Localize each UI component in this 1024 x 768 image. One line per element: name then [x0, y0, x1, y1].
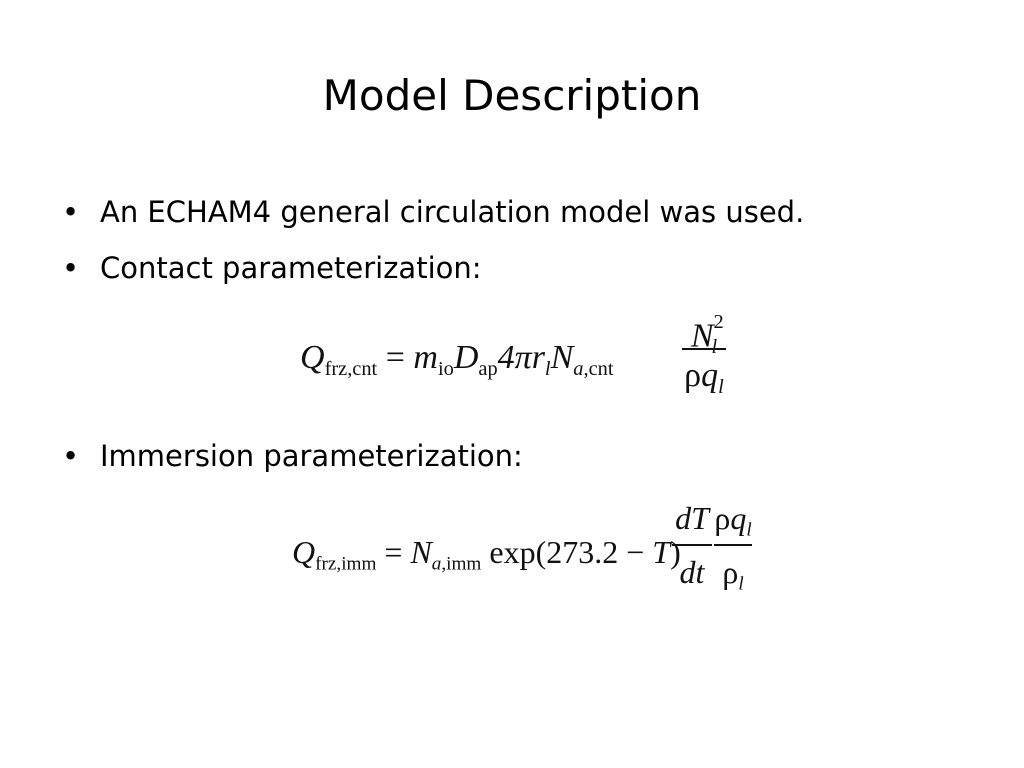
eq-symbol: r [531, 339, 545, 376]
eq-subscript-rest: ,imm [441, 553, 482, 575]
eq-symbol: ρ [684, 357, 702, 394]
eq-subscript: a,imm [432, 554, 482, 575]
eq-symbol: q [730, 500, 747, 536]
eq-symbol: m [413, 339, 438, 376]
eq-operator: = [376, 534, 411, 570]
fraction-bar [714, 544, 752, 546]
eq-subscript: ap [478, 358, 498, 381]
fraction-numerator: N2 l [682, 300, 726, 358]
fraction-denominator: dt [679, 554, 705, 590]
contact-fraction: N2 l ρql [682, 300, 726, 398]
eq-subscript: a,cnt [573, 358, 613, 380]
contact-equation-main: Qfrz,cnt = mioDap4πrlNa,cnt [300, 338, 614, 389]
immersion-equation-main: Qfrz,imm = Na,imm exp(273.2 − T) [292, 532, 681, 585]
eq-symbol: N [690, 317, 714, 355]
eq-subscript: l [544, 358, 551, 381]
eq-function: exp(273.2 − [481, 534, 653, 570]
eq-subscript: l [718, 376, 724, 399]
bullet-text: An ECHAM4 general circulation model was … [100, 195, 805, 229]
immersion-fraction-derivative: dT dt [672, 496, 712, 594]
eq-symbol: T [652, 534, 671, 570]
eq-symbol: ρ [714, 500, 731, 536]
immersion-fraction-density: ρql ρl [714, 496, 752, 595]
fraction-denominator: ρql [682, 354, 726, 398]
eq-subscript: l [738, 573, 744, 595]
fraction-numerator: dT [675, 500, 709, 536]
bullet-dot: • [62, 439, 80, 473]
eq-symbol: Q [300, 339, 325, 376]
eq-subscript: l [746, 519, 752, 541]
contact-equation: Qfrz,cnt = mioDap4πrlNa,cnt N2l ρql [300, 300, 740, 412]
bullet-text: Immersion parameterization: [100, 439, 523, 473]
eq-symbol: ρ [722, 554, 739, 590]
fraction-numerator: ρql [714, 496, 752, 541]
eq-symbol: 4π [497, 339, 532, 376]
eq-symbol: q [701, 357, 719, 394]
eq-subscript: frz,cnt [324, 358, 378, 381]
bullet-dot: • [62, 251, 80, 285]
eq-symbol: D [453, 339, 479, 376]
eq-subscript-var: a [573, 358, 584, 381]
eq-subscript: l [711, 336, 718, 359]
slide-title: Model Description [322, 71, 702, 120]
eq-subscript: frz,imm [315, 553, 377, 575]
fraction-denominator: ρl [714, 550, 752, 595]
bullet-dot: • [62, 195, 80, 229]
fraction-bar [672, 544, 712, 546]
eq-symbol: N [410, 534, 432, 570]
eq-function: ) [670, 534, 681, 570]
eq-operator: = [377, 339, 414, 376]
eq-subscript: io [437, 358, 454, 381]
eq-superscript: 2 [713, 311, 724, 333]
eq-subscript-var: a [431, 553, 442, 575]
bullet-text: Contact parameterization: [100, 251, 482, 285]
eq-subscript-rest: ,cnt [583, 358, 614, 381]
immersion-equation: Qfrz,imm = Na,imm exp(273.2 − T) dT dt ρ… [292, 496, 762, 608]
fraction-bar [682, 348, 726, 350]
eq-symbol: Q [292, 534, 316, 570]
eq-symbol: N [550, 339, 574, 376]
